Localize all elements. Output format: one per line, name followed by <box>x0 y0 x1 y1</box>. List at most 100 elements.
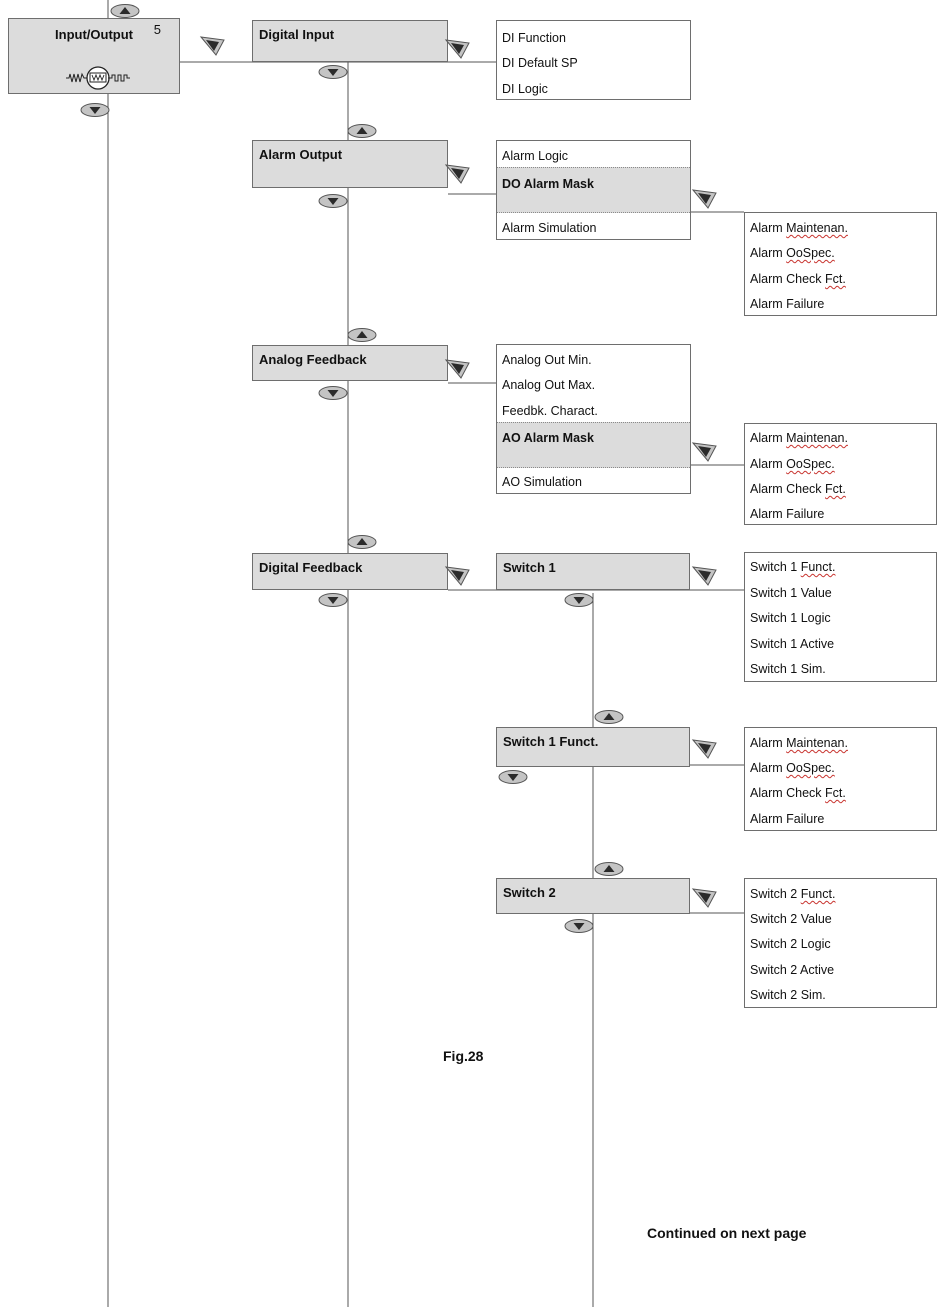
switch-2-box[interactable]: Switch 2 <box>496 878 690 914</box>
item-text: Funct. <box>800 887 836 901</box>
list-item[interactable]: Switch 2 Value <box>750 912 832 926</box>
analog-feedback-label: Analog Feedback <box>259 352 367 367</box>
item-text: Alarm <box>750 431 787 445</box>
switch-1-label: Switch 1 <box>503 560 556 575</box>
item-text: Alarm Check <box>750 272 826 286</box>
item-text: Alarm <box>750 221 787 235</box>
analog-feedback-options: Analog Out Min. Analog Out Max. Feedbk. … <box>496 344 691 494</box>
list-item[interactable]: Alarm Failure <box>750 812 825 826</box>
list-item[interactable]: Alarm Failure <box>750 297 825 311</box>
list-item[interactable]: Alarm Logic <box>502 149 568 163</box>
down-arrow-button-icon[interactable] <box>318 193 348 209</box>
down-arrow-button-icon[interactable] <box>318 385 348 401</box>
item-text: Fct. <box>825 482 846 496</box>
enter-arrow-button-icon[interactable] <box>691 887 719 909</box>
item-text: Maintenan. <box>786 221 848 235</box>
analog-feedback-box[interactable]: Analog Feedback <box>252 345 448 381</box>
list-item[interactable]: Switch 1 Sim. <box>750 662 826 676</box>
switch-2-options: Switch 2 Funct. Switch 2 Value Switch 2 … <box>744 878 937 1008</box>
digital-feedback-box[interactable]: Digital Feedback <box>252 553 448 590</box>
up-arrow-button-icon[interactable] <box>594 861 624 877</box>
list-item[interactable]: Alarm OoSpec. <box>745 761 936 775</box>
down-arrow-button-icon[interactable] <box>318 592 348 608</box>
down-arrow-button-icon[interactable] <box>498 769 528 785</box>
list-item[interactable]: Switch 2 Sim. <box>750 988 826 1002</box>
down-arrow-button-icon[interactable] <box>564 592 594 608</box>
item-text: Switch 2 <box>750 887 801 901</box>
digital-feedback-label: Digital Feedback <box>259 560 363 575</box>
item-text: Fct. <box>825 272 846 286</box>
item-text: Fct. <box>825 786 846 800</box>
up-arrow-button-icon[interactable] <box>347 534 377 550</box>
up-arrow-button-icon[interactable] <box>110 3 140 19</box>
continued-note: Continued on next page <box>647 1225 807 1241</box>
enter-arrow-button-icon[interactable] <box>199 35 227 57</box>
item-text: Alarm Check <box>750 786 826 800</box>
enter-arrow-button-icon[interactable] <box>691 188 719 210</box>
up-arrow-button-icon[interactable] <box>347 327 377 343</box>
enter-arrow-button-icon[interactable] <box>444 358 472 380</box>
list-item[interactable]: Alarm OoSpec. <box>745 457 936 471</box>
enter-arrow-button-icon[interactable] <box>691 738 719 760</box>
list-item[interactable]: Alarm Failure <box>750 507 825 521</box>
list-item[interactable]: Switch 2 Logic <box>750 937 831 951</box>
list-item[interactable]: Alarm Maintenan. <box>745 736 936 750</box>
ao-alarm-mask-options: Alarm Maintenan. Alarm OoSpec. Alarm Che… <box>744 423 937 525</box>
item-text: OoSpec. <box>786 246 835 260</box>
list-item[interactable]: Feedbk. Charact. <box>502 404 598 418</box>
list-item[interactable]: Alarm Maintenan. <box>745 221 936 235</box>
list-item[interactable]: Switch 1 Funct. <box>745 560 936 574</box>
down-arrow-button-icon[interactable] <box>318 64 348 80</box>
enter-arrow-button-icon[interactable] <box>444 565 472 587</box>
item-text: Switch 1 <box>750 560 801 574</box>
item-text: Funct. <box>800 560 836 574</box>
digital-input-label: Digital Input <box>259 27 335 42</box>
alarm-output-options: Alarm Logic DO Alarm Mask Alarm Simulati… <box>496 140 691 240</box>
list-item[interactable]: DI Function <box>502 31 566 45</box>
enter-arrow-button-icon[interactable] <box>444 163 472 185</box>
alarm-output-box[interactable]: Alarm Output <box>252 140 448 188</box>
list-item[interactable]: DI Logic <box>502 82 548 96</box>
switch-2-label: Switch 2 <box>503 885 556 900</box>
list-item[interactable]: Alarm Maintenan. <box>745 431 936 445</box>
switch-1-funct-label: Switch 1 Funct. <box>503 734 599 749</box>
list-item[interactable]: AO Simulation <box>502 475 582 489</box>
figure-caption: Fig.28 <box>443 1048 484 1064</box>
list-item[interactable]: Alarm OoSpec. <box>745 246 936 260</box>
do-alarm-mask-options: Alarm Maintenan. Alarm OoSpec. Alarm Che… <box>744 212 937 316</box>
up-arrow-button-icon[interactable] <box>594 709 624 725</box>
item-text: OoSpec. <box>786 761 835 775</box>
list-item[interactable]: Switch 2 Funct. <box>745 887 936 901</box>
input-output-box[interactable]: Input/Output 5 <box>8 18 180 94</box>
list-item[interactable]: Alarm Check Fct. <box>745 482 936 496</box>
list-item[interactable]: Switch 2 Active <box>750 963 835 977</box>
down-arrow-button-icon[interactable] <box>564 918 594 934</box>
item-text: Maintenan. <box>786 736 848 750</box>
list-item[interactable]: DI Default SP <box>502 56 578 70</box>
list-item-ao-alarm-mask[interactable]: AO Alarm Mask <box>497 422 690 468</box>
item-text: Alarm <box>750 761 787 775</box>
list-item[interactable]: Switch 1 Active <box>750 637 835 651</box>
alarm-output-label: Alarm Output <box>259 147 343 162</box>
item-text: Alarm Check <box>750 482 826 496</box>
enter-arrow-button-icon[interactable] <box>691 565 719 587</box>
list-item[interactable]: Switch 1 Logic <box>750 611 831 625</box>
up-arrow-button-icon[interactable] <box>347 123 377 139</box>
list-item[interactable]: Analog Out Min. <box>502 353 592 367</box>
list-item[interactable]: Alarm Simulation <box>502 221 597 235</box>
list-item-do-alarm-mask[interactable]: DO Alarm Mask <box>497 167 690 213</box>
enter-arrow-button-icon[interactable] <box>691 441 719 463</box>
digital-input-box[interactable]: Digital Input <box>252 20 448 62</box>
list-item[interactable]: Analog Out Max. <box>502 378 596 392</box>
enter-arrow-button-icon[interactable] <box>444 38 472 60</box>
item-text: Maintenan. <box>786 431 848 445</box>
list-item[interactable]: Alarm Check Fct. <box>745 786 936 800</box>
down-arrow-button-icon[interactable] <box>80 102 110 118</box>
switch-1-box[interactable]: Switch 1 <box>496 553 690 590</box>
list-item[interactable]: Alarm Check Fct. <box>745 272 936 286</box>
switch-1-funct-box[interactable]: Switch 1 Funct. <box>496 727 690 767</box>
switch-1-funct-options: Alarm Maintenan. Alarm OoSpec. Alarm Che… <box>744 727 937 831</box>
list-item[interactable]: Switch 1 Value <box>750 586 832 600</box>
